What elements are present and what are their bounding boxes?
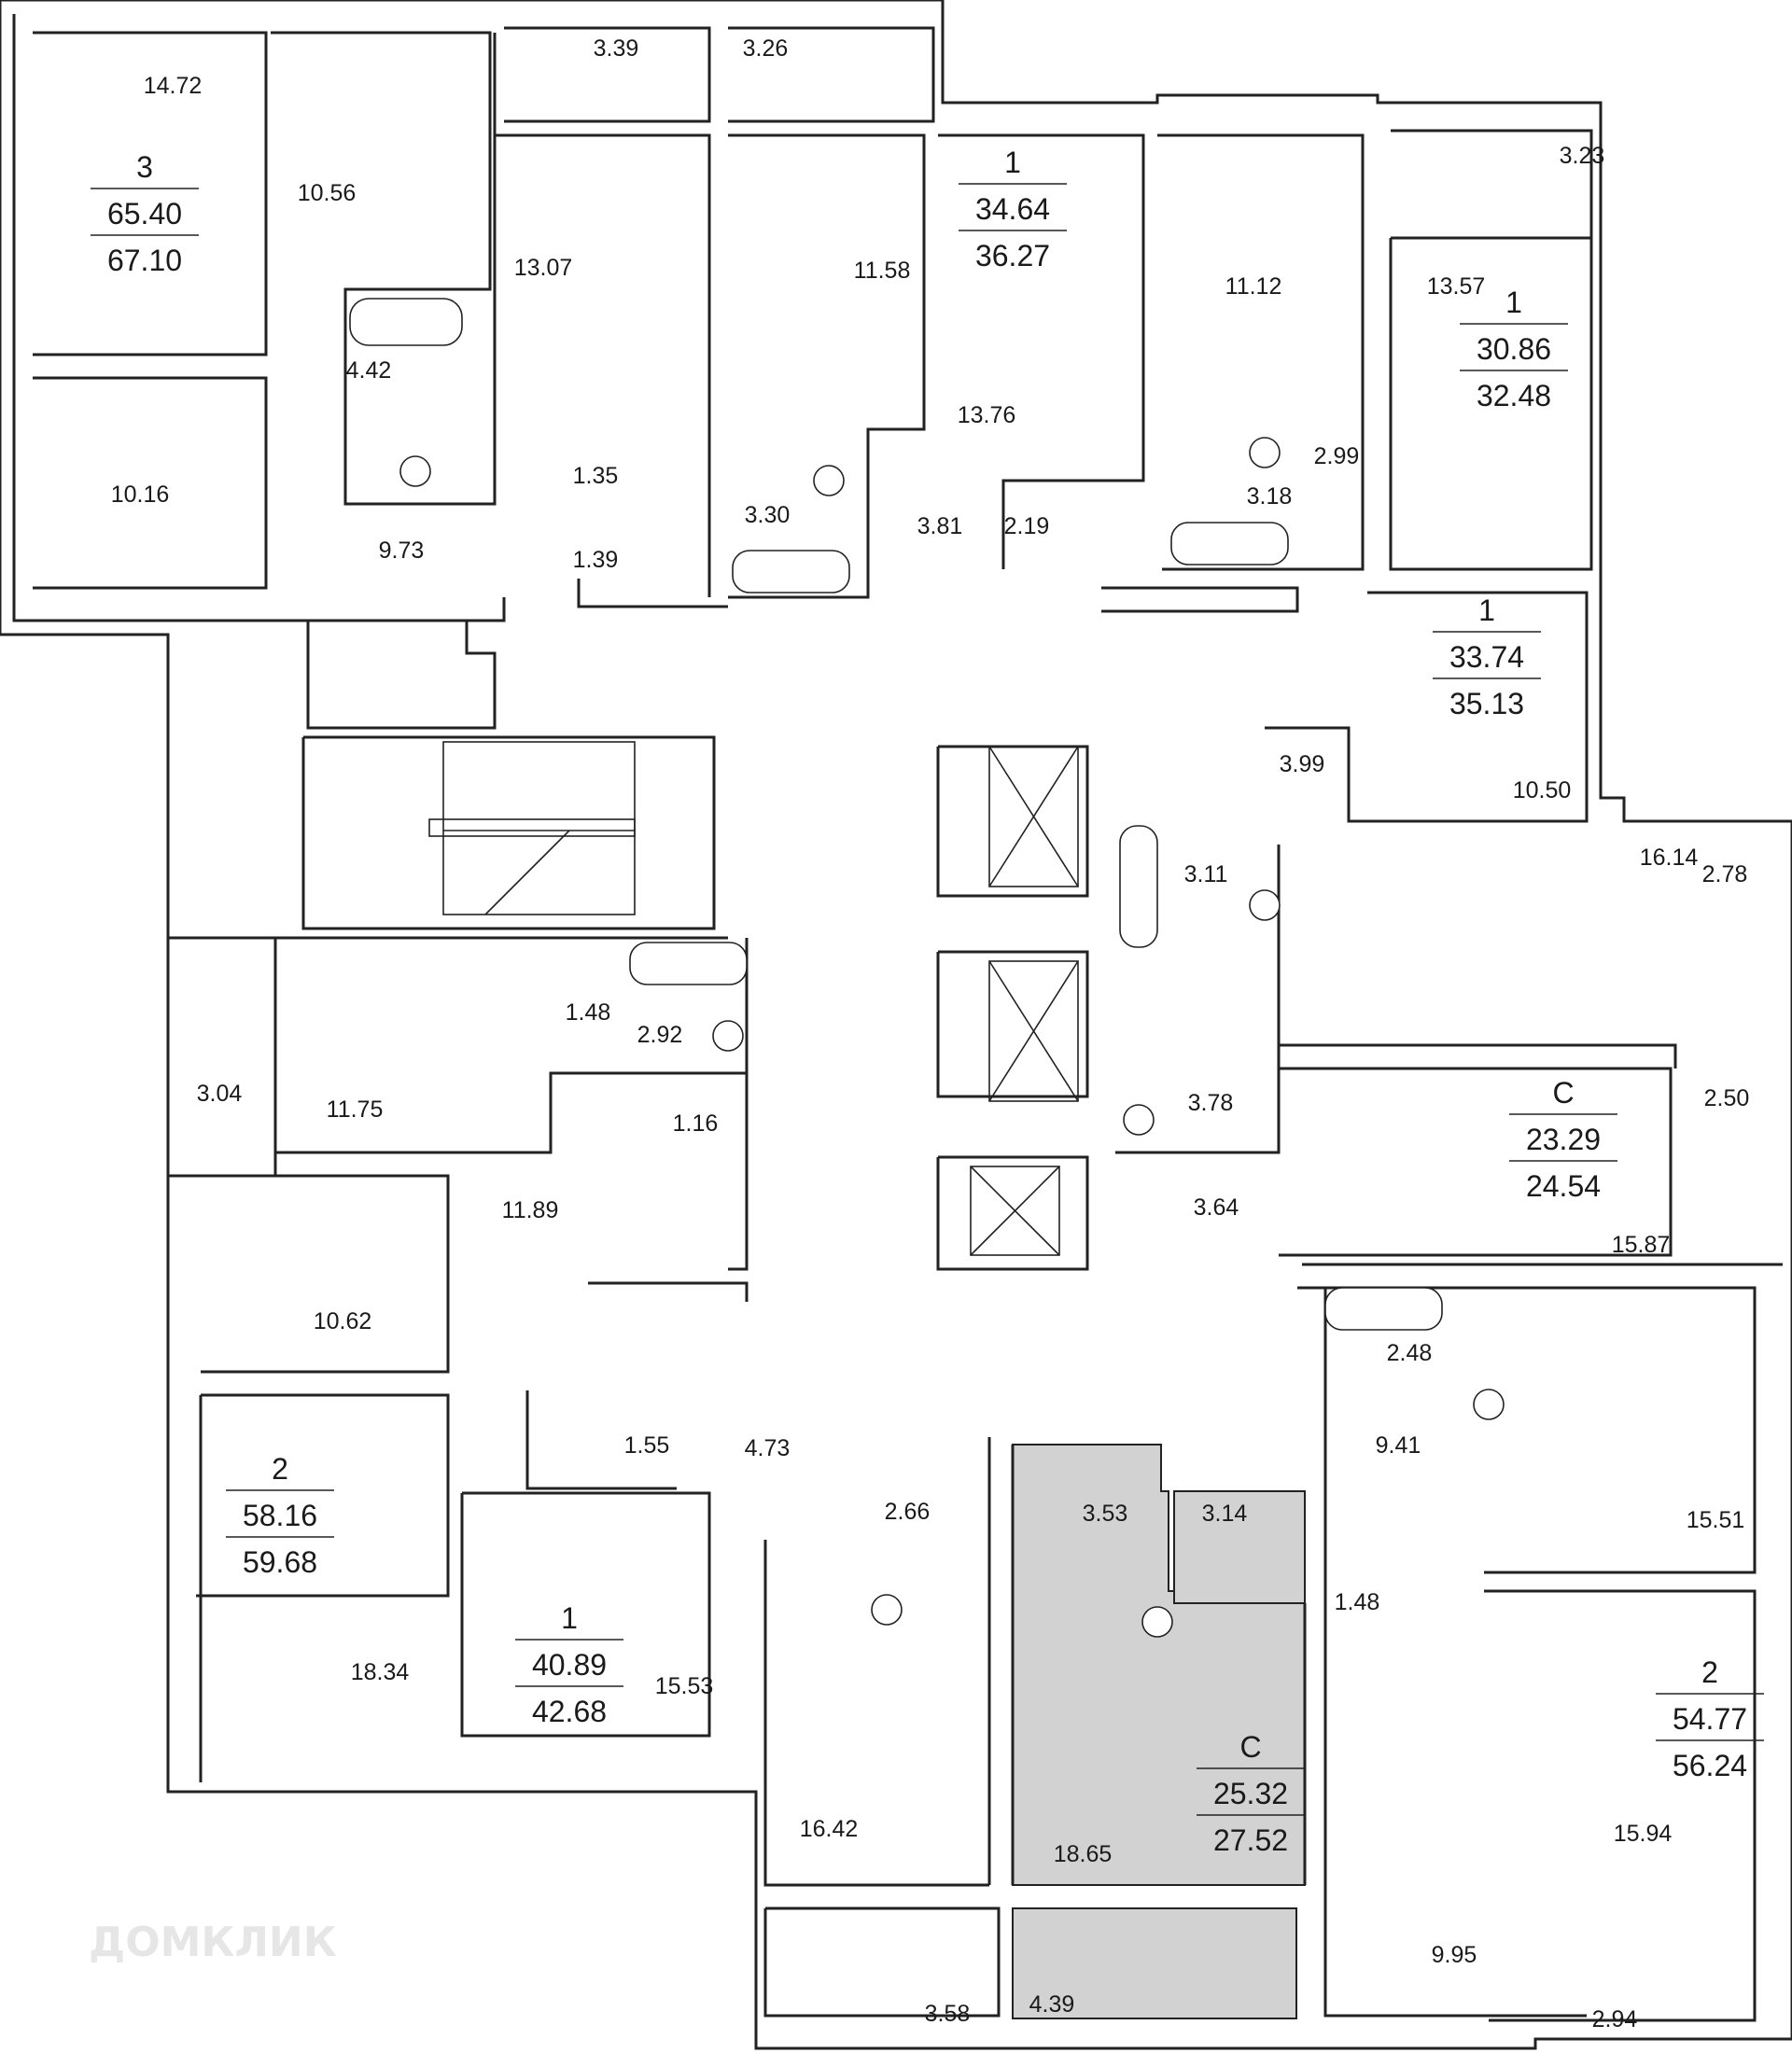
unit-living-area: 33.74 [1449, 640, 1524, 674]
room-area-label: 18.34 [351, 1659, 410, 1685]
unit-living-area: 23.29 [1526, 1123, 1601, 1156]
room-area-label: 10.62 [314, 1308, 372, 1334]
room-area-label: 11.75 [327, 1096, 384, 1123]
room-area-label: 1.39 [573, 547, 619, 573]
room-area-label: 2.19 [1004, 513, 1050, 539]
unit-rooms-label: С [1552, 1076, 1574, 1110]
unit-total-area: 67.10 [107, 244, 182, 277]
room-area-label: 1.48 [566, 999, 611, 1026]
room-area-label: 2.66 [885, 1499, 931, 1525]
unit-rooms-label: 1 [1478, 594, 1495, 627]
room-area-label: 9.73 [379, 538, 425, 564]
room-area-label: 9.41 [1376, 1432, 1421, 1459]
unit-living-area: 30.86 [1477, 332, 1551, 366]
room-area-label: 2.99 [1314, 443, 1360, 469]
unit-total-area: 32.48 [1477, 379, 1551, 412]
room-area-label: 3.11 [1184, 861, 1228, 887]
room-area-label: 2.48 [1387, 1340, 1433, 1366]
unit-living-area: 58.16 [243, 1499, 317, 1532]
elevator-shafts [970, 746, 1079, 1256]
room-area-label: 16.42 [800, 1816, 859, 1842]
room-area-label: 2.94 [1592, 2006, 1638, 2032]
room-area-label: 2.78 [1702, 861, 1748, 887]
unit-rooms-label: 2 [1701, 1655, 1718, 1689]
room-area-label: 1.48 [1335, 1589, 1380, 1615]
unit-living-area: 40.89 [532, 1648, 607, 1682]
room-area-label: 15.53 [655, 1673, 714, 1699]
interior-walls [33, 26, 1783, 2022]
room-area-label: 3.58 [925, 2001, 971, 2027]
room-area-label: 3.78 [1188, 1090, 1234, 1116]
plumbing-fixtures [349, 298, 1505, 1638]
unit-rooms-label: 1 [561, 1601, 578, 1635]
room-area-label: 15.94 [1614, 1821, 1673, 1847]
unit-total-area: 56.24 [1673, 1749, 1747, 1782]
room-area-label: 14.72 [144, 73, 203, 99]
room-area-label: 1.55 [624, 1432, 670, 1459]
unit-total-area: 36.27 [975, 239, 1050, 272]
room-area-label: 3.30 [745, 502, 791, 528]
unit-living-area: 54.77 [1673, 1702, 1747, 1736]
room-area-label: 3.64 [1194, 1194, 1239, 1221]
unit-total-area: 59.68 [243, 1545, 317, 1579]
room-area-label: 11.12 [1225, 273, 1282, 300]
room-area-label: 13.07 [514, 255, 573, 281]
room-area-label: 11.58 [854, 258, 911, 284]
unit-rooms-label: 1 [1505, 286, 1522, 319]
unit-rooms-label: 3 [136, 150, 153, 184]
room-area-label: 1.16 [673, 1110, 719, 1137]
highlighted-unit-fill [1012, 1444, 1306, 2019]
stair-core [428, 741, 636, 915]
room-area-label: 10.50 [1513, 777, 1572, 803]
unit-rooms-label: 2 [272, 1452, 288, 1486]
room-area-label: 3.81 [917, 513, 963, 539]
room-area-label: 3.18 [1247, 483, 1293, 510]
room-area-label: 3.53 [1083, 1501, 1128, 1527]
room-area-label: 10.16 [111, 482, 170, 508]
room-area-label: 3.23 [1560, 143, 1605, 169]
room-area-label: 15.87 [1612, 1232, 1671, 1258]
room-area-label: 13.76 [958, 402, 1016, 428]
unit-rooms-label: 1 [1004, 146, 1021, 179]
unit-total-area: 27.52 [1213, 1823, 1288, 1857]
room-area-label: 3.26 [743, 35, 789, 62]
room-area-label: 15.51 [1687, 1507, 1745, 1533]
room-area-label: 16.14 [1640, 845, 1699, 871]
room-area-label: 18.65 [1054, 1841, 1113, 1867]
room-area-label: 9.95 [1432, 1942, 1477, 1968]
room-area-label: 1.35 [573, 463, 619, 489]
room-area-label: 3.39 [594, 35, 639, 62]
room-area-label: 3.99 [1280, 751, 1325, 777]
room-area-label: 13.57 [1427, 273, 1486, 300]
room-area-label: 10.56 [298, 180, 357, 206]
room-area-label: 4.39 [1029, 1991, 1075, 2018]
room-area-label: 4.42 [346, 357, 392, 384]
unit-rooms-label: С [1239, 1730, 1261, 1764]
unit-total-area: 35.13 [1449, 687, 1524, 720]
unit-living-area: 25.32 [1213, 1777, 1288, 1810]
room-area-label: 2.92 [637, 1022, 683, 1048]
room-area-label: 4.73 [745, 1435, 791, 1461]
unit-living-area: 65.40 [107, 197, 182, 230]
unit-total-area: 24.54 [1526, 1169, 1601, 1203]
room-area-label: 2.50 [1704, 1085, 1750, 1111]
room-area-label: 3.04 [197, 1081, 243, 1107]
unit-living-area: 34.64 [975, 192, 1050, 226]
watermark-text: ДОМКЛИК [89, 1919, 337, 1966]
unit-total-area: 42.68 [532, 1695, 607, 1728]
room-area-label: 3.14 [1202, 1501, 1248, 1527]
room-area-label: 11.89 [502, 1197, 559, 1223]
